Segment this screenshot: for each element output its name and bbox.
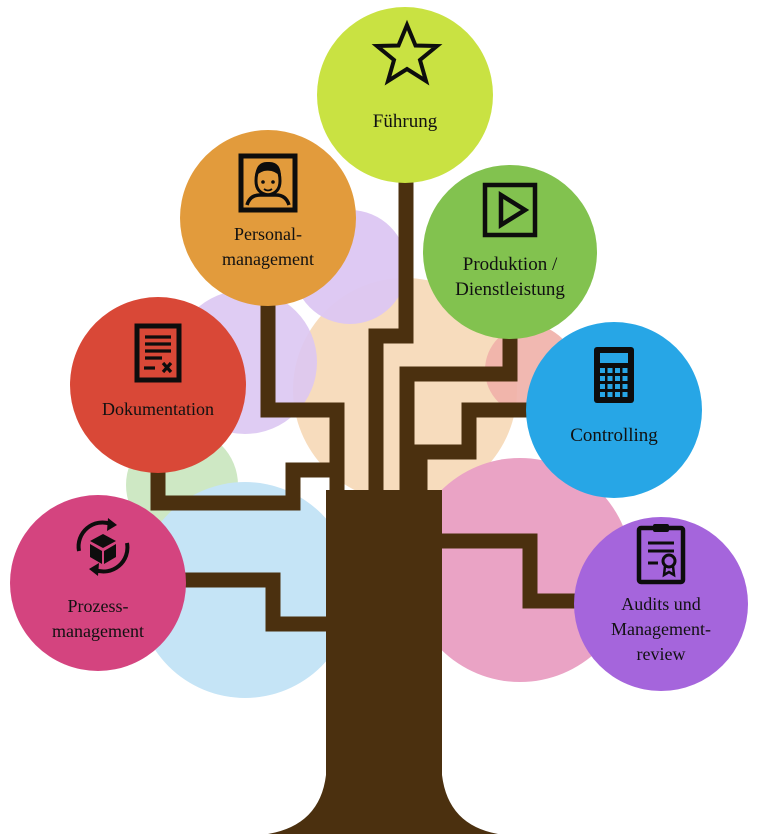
- tree-trunk: [268, 490, 498, 834]
- person-portrait-icon: [238, 153, 298, 213]
- play-button-icon: [482, 182, 538, 238]
- node-controlling: Controlling: [526, 322, 702, 498]
- node-circle: [317, 7, 493, 183]
- branch-produktion: [399, 338, 518, 500]
- document-icon: [134, 323, 182, 383]
- branch-controlling: [412, 402, 530, 500]
- branch-prozessmanagement: [185, 572, 335, 632]
- node-label: management: [222, 249, 314, 269]
- node-label: Prozess-: [68, 596, 129, 616]
- background-circle: [408, 458, 632, 682]
- star-icon: [371, 19, 443, 86]
- branch-dokumentation: [150, 462, 345, 511]
- node-label: management: [52, 621, 144, 641]
- node-produktion: Produktion / Dienstleistung: [423, 165, 597, 339]
- node-circle: [423, 165, 597, 339]
- node-label: Führung: [373, 111, 438, 132]
- node-label: Management-: [611, 619, 711, 639]
- tree-branches: [150, 180, 580, 632]
- background-circle: [137, 482, 353, 698]
- node-label: Dienstleistung: [455, 279, 565, 300]
- process-cycle-icon: [76, 518, 130, 576]
- node-personalmanagement: Personal-management: [180, 130, 356, 306]
- node-circle: [180, 130, 356, 306]
- node-label: Controlling: [570, 425, 658, 446]
- node-circle: [10, 495, 186, 671]
- certificate-icon: [636, 524, 686, 585]
- node-label: review: [637, 644, 686, 664]
- node-prozessmanagement: Prozess-management: [10, 495, 186, 671]
- branch-personalmanagement: [260, 305, 345, 500]
- calculator-icon: [594, 347, 634, 403]
- node-label: Audits und: [621, 594, 701, 614]
- node-dokumentation: Dokumentation: [70, 297, 246, 473]
- node-fuehrung: Führung: [317, 7, 493, 183]
- branch-audits: [440, 533, 580, 609]
- node-label: Dokumentation: [102, 399, 214, 419]
- branch-fuehrung: [368, 180, 414, 500]
- node-circle: [70, 297, 246, 473]
- node-label: Personal-: [234, 224, 302, 244]
- node-label: Produktion /: [463, 254, 558, 275]
- node-circle: [526, 322, 702, 498]
- node-circle: [574, 517, 748, 691]
